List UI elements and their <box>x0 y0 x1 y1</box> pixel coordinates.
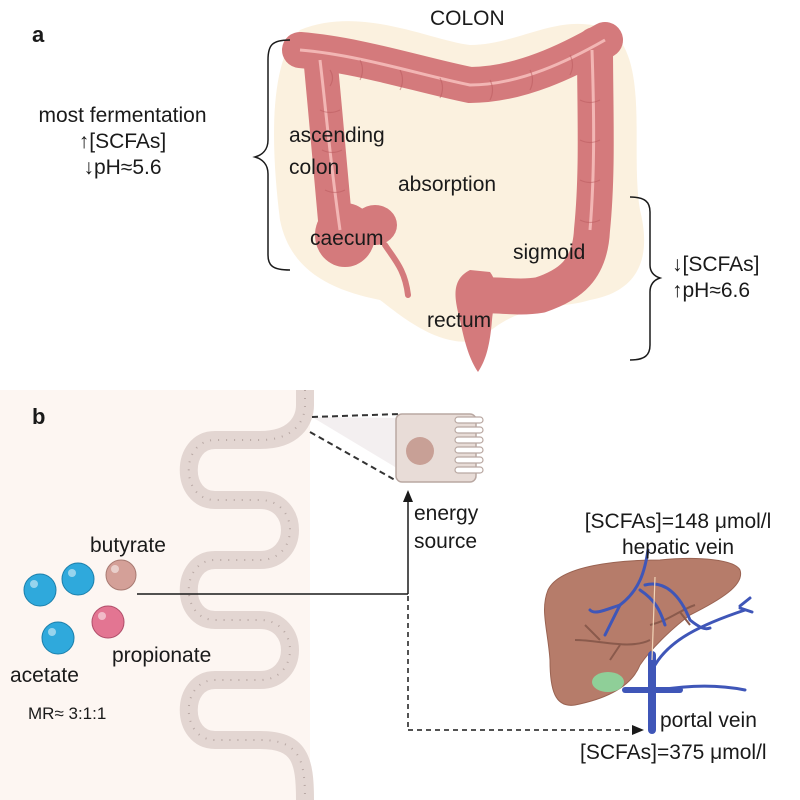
sigmoid-label: sigmoid <box>513 241 586 264</box>
panel-a-label: a <box>32 22 45 47</box>
rectum-label: rectum <box>427 309 492 332</box>
panel-b-label: b <box>32 404 46 429</box>
right-annotation: ↓[SCFAs] ↑pH≈6.6 <box>672 252 760 304</box>
ph-high-text: ↑pH≈6.6 <box>672 279 751 302</box>
portal-arrowhead <box>632 725 644 735</box>
caecum-label: caecum <box>310 227 384 250</box>
ascending-colon-label: ascending colon <box>289 124 385 179</box>
rectum <box>455 270 496 372</box>
ph-low-text: ↓pH≈5.6 <box>83 156 162 179</box>
propionate-molecule <box>91 605 125 639</box>
right-brace <box>629 196 663 361</box>
portal-vein-label: portal vein <box>660 709 757 732</box>
butyrate-label: butyrate <box>90 534 166 557</box>
absorption-label: absorption <box>398 173 497 196</box>
scfa-low-text: ↓[SCFAs] <box>672 253 760 276</box>
energy-source-label: energy source <box>414 502 479 553</box>
energy-arrowhead <box>403 490 413 502</box>
most-fermentation-text: most fermentation <box>38 104 207 127</box>
acetate-molecule-1 <box>23 573 57 607</box>
scfa-molecules <box>23 559 137 655</box>
propionate-label: propionate <box>112 644 212 667</box>
hepatic-vein-annotation: [SCFAs]=148 μmol/l hepatic vein <box>560 509 796 561</box>
left-annotation: most fermentation ↑[SCFAs] ↓pH≈5.6 <box>0 103 245 181</box>
acetate-molecule-3 <box>41 621 75 655</box>
colon-title: COLON <box>430 7 505 30</box>
liver <box>544 548 754 734</box>
enterocyte-cell <box>395 413 484 483</box>
left-brace <box>252 39 291 271</box>
hepatic-vein-label: hepatic vein <box>621 536 735 559</box>
colon-illustration <box>252 21 663 372</box>
cell-nucleus <box>406 437 434 465</box>
liver-body <box>544 558 742 706</box>
acetate-molecule-2 <box>61 562 95 596</box>
gallbladder <box>592 672 624 692</box>
molar-ratio-label: MR≈ 3:1:1 <box>28 704 107 723</box>
acetate-label: acetate <box>10 664 79 687</box>
descending-colon <box>457 27 614 318</box>
colon-background <box>274 21 645 342</box>
butyrate-molecule <box>105 559 137 591</box>
scfa-high-text: ↑[SCFAs] <box>78 130 167 153</box>
hepatic-scfa-concentration: [SCFAs]=148 μmol/l <box>584 510 772 533</box>
appendix <box>382 242 411 298</box>
portal-scfa-concentration: [SCFAs]=375 μmol/l <box>580 741 767 764</box>
